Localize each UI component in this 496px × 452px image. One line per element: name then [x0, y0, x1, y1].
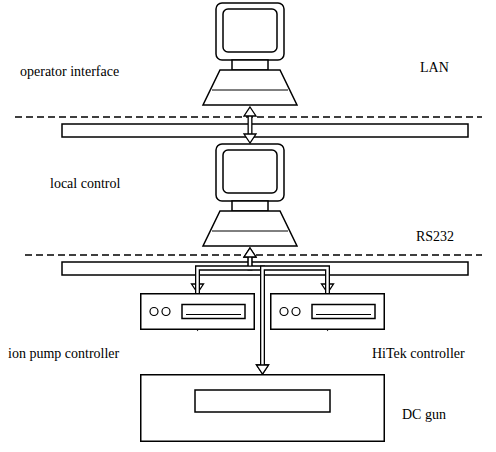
controller-display	[312, 305, 375, 319]
controller-box-outline	[270, 293, 385, 330]
monitor-case	[216, 144, 284, 201]
gun-box-outline	[140, 374, 385, 442]
computer-base	[203, 70, 297, 105]
node-label: operator interface	[20, 64, 119, 79]
connector-outline	[248, 115, 253, 135]
controller-knob	[280, 308, 288, 316]
computer-icon: operator interface	[200, 2, 300, 107]
display-line	[316, 314, 371, 315]
controller-case	[271, 294, 385, 330]
monitor-screen	[223, 9, 277, 52]
monitor-stand	[232, 201, 268, 211]
arrow-head	[244, 248, 256, 257]
display-line	[186, 314, 241, 315]
keyboard-line	[212, 90, 288, 91]
controller-knob	[162, 308, 170, 316]
connector-arrow	[244, 107, 256, 143]
computer-icon: local control	[200, 143, 300, 248]
node-label: DC gun	[402, 407, 446, 422]
computer-base	[203, 211, 297, 246]
network-label: RS232	[416, 229, 454, 244]
arrow-head	[244, 248, 256, 257]
controller-box: ion pump controller	[140, 293, 255, 330]
computer-icon-outline	[200, 143, 300, 248]
controller-display	[182, 305, 245, 319]
keyboard-line	[212, 231, 288, 232]
controller-knob	[292, 308, 300, 316]
node-label: ion pump controller	[8, 346, 119, 361]
gun-box: DC gun	[140, 374, 385, 442]
controller-knob	[150, 308, 158, 316]
monitor-screen	[223, 150, 277, 193]
gun-case	[141, 375, 385, 442]
monitor-case	[216, 3, 284, 60]
controller-box-outline	[140, 293, 255, 330]
computer-icon-outline	[200, 2, 300, 107]
network-label: LAN	[420, 60, 449, 75]
lan-bus-bar	[62, 124, 468, 137]
node-label: local control	[50, 176, 120, 191]
gun-window	[195, 390, 330, 412]
controller-case	[141, 294, 255, 330]
arrow-head	[257, 365, 269, 374]
monitor-stand	[232, 60, 268, 70]
arrow-head	[257, 365, 269, 374]
node-label: HiTek controller	[372, 346, 465, 361]
controller-box: HiTek controller	[270, 293, 385, 330]
arrow-head	[244, 134, 256, 143]
arrow-head	[244, 107, 256, 116]
connector-core	[249, 115, 251, 135]
